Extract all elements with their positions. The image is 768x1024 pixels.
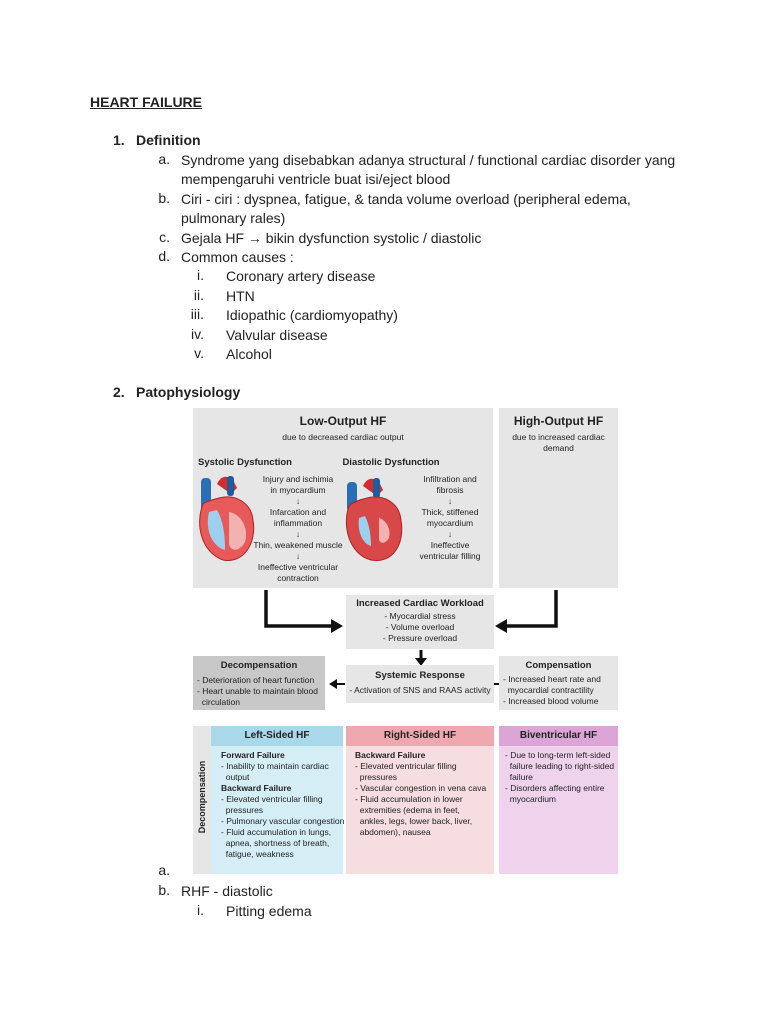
diastolic-title: Diastolic Dysfunction [342,457,440,468]
cause-text: Valvular disease [226,327,328,343]
cause-marker: iii. [190,306,204,322]
compensation-lines: - Increased heart rate and myocardial co… [503,674,601,706]
doc-title: HEART FAILURE [90,94,202,110]
item-text: pulmonary rales) [181,210,286,226]
biventricular-content: - Due to long-term left-sided failure le… [505,750,615,804]
cause-text: HTN [226,288,255,304]
item-marker: c. [159,229,170,245]
systemic-response-title: Systemic Response [375,670,465,681]
section-1-heading: Definition [136,132,201,148]
compensation-title: Compensation [525,660,592,671]
high-output-title: High-Output HF [513,414,604,428]
item-text: mempengaruhi ventricle buat isi/eject bl… [181,171,451,187]
sub-item-text: Pitting edema [226,903,312,919]
cause-text: Alcohol [226,346,272,362]
decompensation-title: Decompensation [220,660,298,671]
cause-marker: v. [194,345,204,361]
right-hf-content: Backward Failure- Elevated ventricular f… [355,750,487,837]
cause-text: Idiopathic (cardiomyopathy) [226,307,398,323]
item-marker: b. [158,190,170,206]
section-2-heading: Patophysiology [136,384,241,400]
item-text: Common causes : [181,249,294,265]
systolic-title: Systolic Dysfunction [198,457,292,468]
left-hf-title: Left-Sided HF [244,730,310,741]
systolic-chain: Injury and ischimia in myocardium ↓ Infa… [253,474,343,583]
item-text: Ciri - ciri : dyspnea, fatigue, & tanda … [181,191,631,207]
high-output-panel [499,408,618,588]
diastolic-chain: Infiltration and fibrosis ↓ Thick, stiff… [419,474,481,561]
biventricular-header [499,726,618,746]
systolic-heart-icon [199,476,255,561]
left-hf-header [211,726,343,746]
cause-marker: i. [197,267,204,283]
item-marker: b. [158,882,170,898]
heart-failure-diagram: Low-Output HF due to decreased cardiac o… [193,408,618,874]
workload-title: Increased Cardiac Workload [356,598,484,609]
high-output-subtitle: due to increased cardiac demand [512,432,605,453]
right-hf-title: Right-Sided HF [383,730,457,741]
diastolic-heart-icon [345,478,403,561]
decompensation-lines: - Deterioration of heart function- Heart… [197,675,318,707]
compensation-box [499,656,618,710]
section-2-number: 2. [113,384,125,400]
cause-marker: ii. [193,287,204,303]
item-text: Syndrome yang disebabkan adanya structur… [181,152,676,168]
systemic-response-line: - Activation of SNS and RAAS activity [349,685,491,695]
low-output-subtitle: due to decreased cardiac output [282,432,404,442]
right-hf-header [346,726,494,746]
left-hf-content: Forward Failure- Inability to maintain c… [221,750,345,859]
item-text: RHF - diastolic [181,883,273,899]
cause-marker: iv. [191,326,204,342]
decompensation-box [193,656,325,710]
side-label: Decompensation [197,760,207,834]
section-1-number: 1. [113,132,125,148]
biventricular-body [499,746,618,874]
low-output-title: Low-Output HF [299,414,387,428]
item-text: Gejala HF → bikin dysfunction systolic /… [181,230,482,246]
cause-text: Coronary artery disease [226,268,376,284]
right-hf-body [346,746,494,874]
low-output-panel [193,408,493,588]
sub-item-marker: i. [197,902,204,918]
item-marker: a. [158,862,170,878]
biventricular-title: Biventricular HF [519,730,598,741]
side-label-box [193,726,211,874]
workload-lines: - Myocardial stress - Volume overload - … [382,611,458,643]
item-marker: d. [158,248,170,264]
left-hf-body [211,746,343,874]
systemic-response-box [346,665,494,703]
workload-box [346,595,494,649]
item-marker: a. [158,151,170,167]
